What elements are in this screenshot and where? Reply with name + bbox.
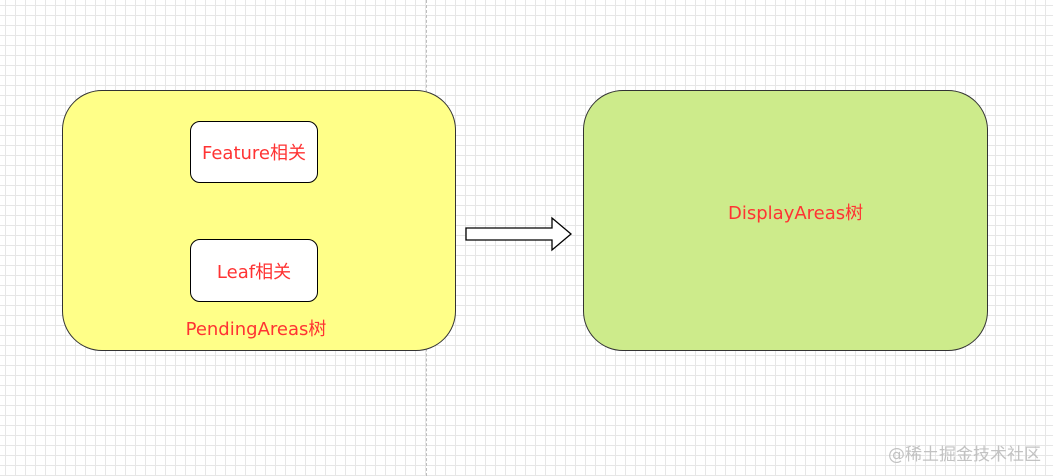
display-areas-box[interactable] <box>583 90 988 351</box>
display-areas-label: DisplayAreas树 <box>728 203 864 224</box>
leaf-label: Leaf相关 <box>216 261 292 283</box>
feature-box[interactable]: Feature相关 <box>190 121 318 183</box>
watermark: @稀土掘金技术社区 <box>888 445 1041 465</box>
pending-areas-label: PendingAreas树 <box>185 319 327 340</box>
leaf-box[interactable]: Leaf相关 <box>190 239 318 302</box>
right-arrow-icon <box>465 216 573 252</box>
feature-label: Feature相关 <box>201 143 307 164</box>
